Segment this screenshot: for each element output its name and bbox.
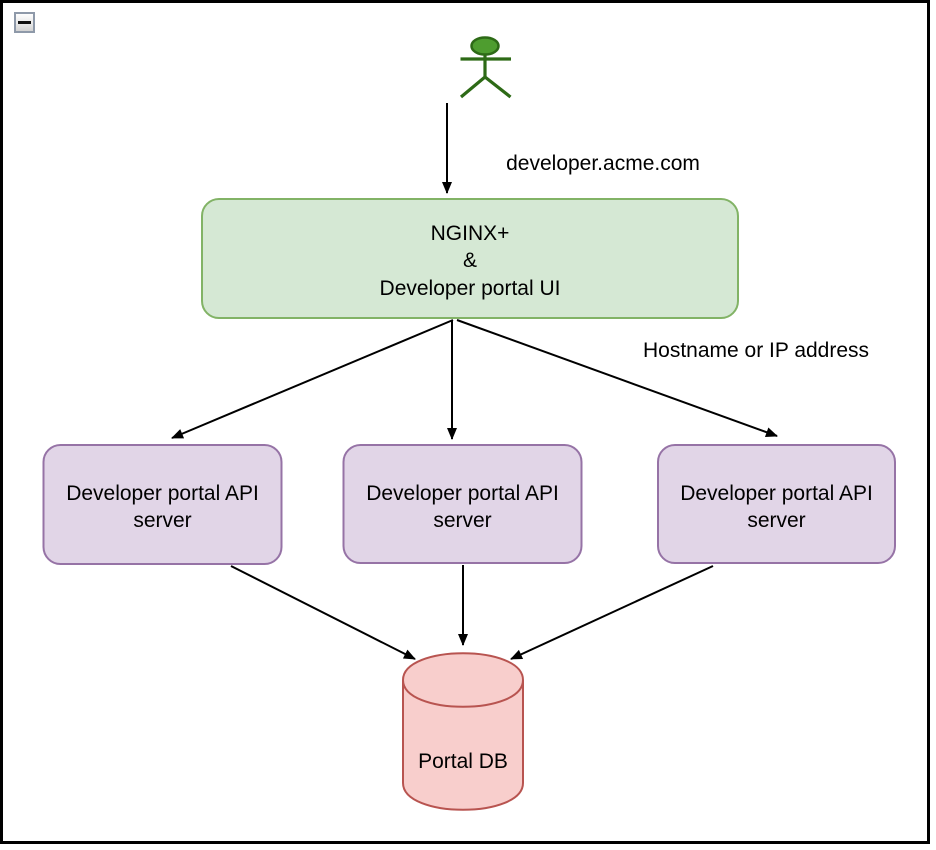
- node-api-server-2[interactable]: [342, 444, 583, 564]
- gateway-label-line-3: Developer portal UI: [380, 277, 561, 300]
- api-server-2-label-line-2: server: [433, 509, 491, 532]
- api-server-1-label-line-2: server: [133, 509, 191, 532]
- db-cylinder-rim: [402, 679, 524, 708]
- edge-gateway-to-api-server-1[interactable]: [171, 319, 454, 439]
- api-server-1-label-line-1: Developer portal API: [66, 482, 259, 505]
- db-cylinder-body: [402, 652, 524, 811]
- edge-api-server-1-to-db[interactable]: [230, 565, 416, 660]
- actor-body: [459, 54, 512, 99]
- api-server-3-label-line-1: Developer portal API: [680, 482, 873, 505]
- node-portal-db[interactable]: Portal DB: [402, 652, 524, 811]
- api-server-3-label-line-2: server: [747, 509, 805, 532]
- gateway-label-line-1: NGINX+: [431, 222, 510, 245]
- collapse-button[interactable]: [14, 12, 35, 33]
- node-api-server-3[interactable]: [657, 444, 896, 564]
- node-api-server-1[interactable]: [42, 444, 283, 565]
- edge-api-server-3-to-db[interactable]: [510, 565, 714, 660]
- minus-collapse-icon: [18, 21, 31, 24]
- edge-label-domain: developer.acme.com: [506, 152, 700, 175]
- edge-gateway-to-api-server-3[interactable]: [456, 319, 778, 437]
- portal-db-label: Portal DB: [418, 750, 508, 773]
- api-server-2-label-line-1: Developer portal API: [366, 482, 559, 505]
- gateway-label-line-2: &: [463, 249, 477, 272]
- node-gateway[interactable]: [201, 198, 739, 319]
- edges: [171, 103, 778, 660]
- edge-label-hostname: Hostname or IP address: [643, 339, 869, 362]
- node-user-actor[interactable]: [459, 36, 512, 99]
- actor-head: [470, 36, 500, 56]
